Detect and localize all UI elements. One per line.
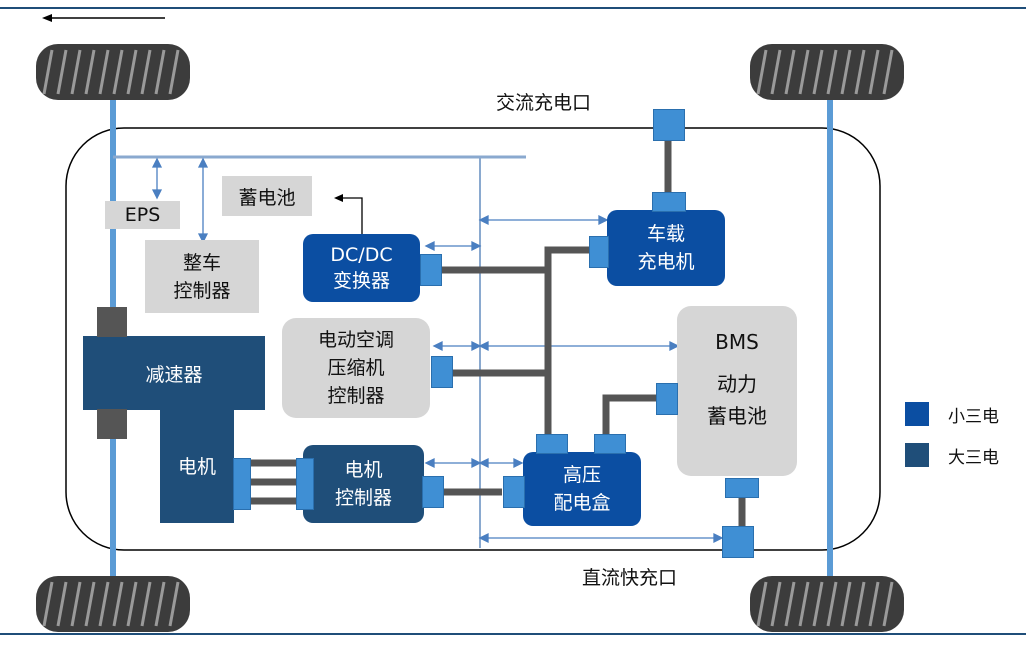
motor-controller-left-port (296, 458, 314, 510)
reducer-label: 减速器 (145, 363, 203, 386)
hv-distribution-label-2: 配电盒 (553, 492, 611, 514)
direction-arrowhead (42, 14, 52, 22)
car-body-outline (65, 127, 881, 551)
dc-fast-charging-port-label: 直流快充口 (582, 567, 678, 589)
tire-front-left-bottom (36, 576, 190, 632)
dcdc-to-battery-arrowhead (334, 194, 343, 202)
ac-compressor-controller-box: 电动空调 压缩机 控制器 (282, 318, 430, 418)
onboard-charger-top-port (652, 192, 686, 212)
eps-box: EPS (105, 201, 180, 229)
ac-charging-port-label: 交流充电口 (496, 92, 592, 114)
power-battery-pack-box: BMS 动力 蓄电池 (677, 306, 797, 476)
vehicle-controller-box: 整车 控制器 (145, 240, 259, 313)
power-battery-label-1: 动力 (717, 372, 757, 396)
hv-distribution-box: 高压 配电盒 (523, 452, 641, 526)
motor-controller-box: 电机 控制器 (303, 445, 424, 523)
legend-label-small-three: 小三电 (948, 407, 999, 427)
dcdc-label-2: 变换器 (332, 270, 390, 292)
motor-controller-label-2: 控制器 (334, 487, 392, 509)
dcdc-port (420, 254, 442, 286)
dc-fast-charging-port-connector (722, 526, 754, 558)
hv-distribution-label-1: 高压 (562, 464, 601, 486)
motor-label: 电机 (177, 456, 216, 478)
ac-compressor-label-2: 压缩机 (327, 357, 385, 379)
dcdc-converter-box: DC/DC 变换器 (303, 234, 420, 302)
tire-rear-right-bottom (750, 576, 904, 632)
power-battery-label-2: 蓄电池 (707, 404, 767, 428)
hv-box-top-port-2 (594, 434, 626, 454)
tire-front-left (36, 44, 190, 100)
onboard-charger-box: 车载 充电机 (607, 210, 725, 286)
battery-left-port (656, 383, 678, 415)
ac-compressor-label-1: 电动空调 (317, 329, 394, 351)
motor-controller-right-port (422, 476, 444, 508)
battery-bottom-port (725, 478, 759, 498)
reducer-bottom-coupling (97, 409, 127, 439)
legend-swatch-small-three (905, 402, 929, 426)
dcdc-label-1: DC/DC (330, 244, 393, 266)
onboard-charger-label-1: 车载 (646, 223, 685, 245)
onboard-charger-left-port (589, 236, 609, 268)
legend-label-big-three: 大三电 (948, 448, 999, 468)
auxiliary-battery-box: 蓄电池 (222, 176, 312, 216)
ac-compressor-label-3: 控制器 (327, 385, 385, 407)
tire-rear-right-top (750, 44, 904, 100)
legend-swatch-big-three (905, 443, 929, 467)
hv-wires (250, 140, 746, 528)
motor-controller-label-1: 电机 (344, 459, 383, 481)
hv-box-left-port (503, 476, 525, 508)
onboard-charger-label-2: 充电机 (637, 251, 695, 273)
auxiliary-battery-label: 蓄电池 (238, 186, 296, 209)
reducer-box: 减速器 (83, 336, 265, 410)
vehicle-controller-label-1: 整车 (182, 251, 221, 274)
vehicle-controller-label-2: 控制器 (173, 279, 231, 302)
hv-box-top-port-1 (536, 434, 568, 454)
eps-label: EPS (124, 204, 161, 226)
reducer-top-coupling (97, 307, 127, 337)
ac-compressor-port (431, 356, 453, 388)
motor-port (233, 458, 251, 510)
signal-arrows (151, 157, 724, 544)
motor-box: 电机 (160, 408, 234, 523)
dcdc-to-battery-line (340, 197, 363, 236)
bms-label: BMS (715, 330, 759, 354)
ac-charging-port-connector (653, 109, 685, 141)
